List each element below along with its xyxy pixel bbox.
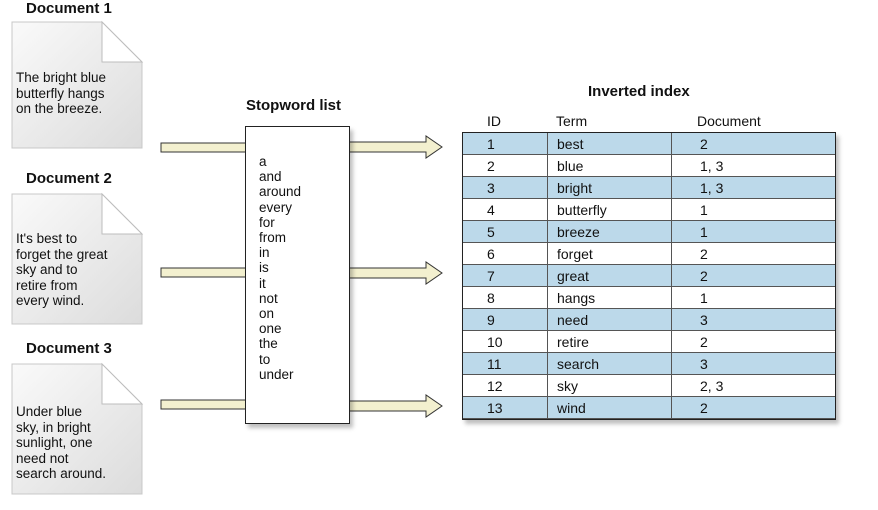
row-term-cell: forget xyxy=(557,246,593,262)
document-3-text: Under blue sky, in bright sunlight, one … xyxy=(16,404,107,481)
stopword: a xyxy=(259,154,267,169)
table-row: 9 need 3 xyxy=(463,309,835,331)
stopword: under xyxy=(259,366,294,382)
table-row: 13 wind 2 xyxy=(463,397,835,419)
row-id-cell: 1 xyxy=(487,136,495,152)
row-id-cell: 5 xyxy=(487,224,495,240)
stopword: for xyxy=(259,214,275,230)
stopword: to xyxy=(259,351,271,367)
document-2-text: It's best to forget the great sky and to… xyxy=(16,231,108,308)
row-term-cell: need xyxy=(557,312,589,328)
column-header-id: ID xyxy=(487,113,501,129)
row-id-cell: 12 xyxy=(487,378,503,394)
document-1-title: Document 1 xyxy=(26,0,112,17)
row-id-cell: 8 xyxy=(487,290,495,306)
row-id-cell: 13 xyxy=(487,400,503,416)
row-id-cell: 6 xyxy=(487,246,495,262)
row-term-cell: search xyxy=(557,356,600,372)
document-3-card: Under blue sky, in bright sunlight, one … xyxy=(10,362,144,496)
stopword: not xyxy=(259,290,278,306)
stopword: from xyxy=(259,230,286,246)
table-row: 10 retire 2 xyxy=(463,331,835,353)
row-document-cell: 2 xyxy=(700,400,708,416)
document-1-card: The bright blue butterfly hangs on the b… xyxy=(10,20,144,150)
row-document-cell: 1, 3 xyxy=(700,180,724,196)
row-term-cell: hangs xyxy=(557,290,596,306)
doc1-to-stoplist-arrow xyxy=(160,142,250,153)
column-divider xyxy=(547,133,548,419)
doc3-to-stoplist-arrow xyxy=(160,399,250,410)
stoplist-to-index-arrow-3 xyxy=(348,394,443,418)
table-row: 8 hangs 1 xyxy=(463,287,835,309)
table-row: 4 butterfly 1 xyxy=(463,199,835,221)
row-id-cell: 9 xyxy=(487,312,495,328)
row-document-cell: 2, 3 xyxy=(700,378,724,394)
stopword-words: a and around every for from in is it not… xyxy=(259,154,301,382)
row-id-cell: 11 xyxy=(487,356,502,372)
stoplist-to-index-arrow-1 xyxy=(348,135,443,159)
row-term-cell: blue xyxy=(557,158,584,174)
row-term-cell: sky xyxy=(557,378,578,394)
row-document-cell: 2 xyxy=(700,268,708,284)
stopword-list-title: Stopword list xyxy=(246,97,341,114)
stopword: the xyxy=(259,336,278,352)
table-row: 2 blue 1, 3 xyxy=(463,155,835,177)
row-document-cell: 2 xyxy=(700,246,708,262)
row-document-cell: 2 xyxy=(700,334,708,350)
document-2-card: It's best to forget the great sky and to… xyxy=(10,192,144,326)
document-3-page-icon xyxy=(11,362,144,495)
row-term-cell: butterfly xyxy=(557,202,607,218)
column-header-document: Document xyxy=(697,113,761,129)
column-divider xyxy=(671,133,672,419)
table-row: 5 breeze 1 xyxy=(463,221,835,243)
table-row: 7 great 2 xyxy=(463,265,835,287)
document-3-title: Document 3 xyxy=(26,340,112,357)
table-row: 1 best 2 xyxy=(463,133,835,155)
stopword: is xyxy=(259,260,269,276)
row-term-cell: great xyxy=(557,268,589,284)
row-document-cell: 1 xyxy=(700,290,708,306)
stoplist-to-index-arrow-2 xyxy=(348,261,443,285)
row-term-cell: retire xyxy=(557,334,589,350)
row-term-cell: bright xyxy=(557,180,593,196)
row-document-cell: 3 xyxy=(700,312,708,328)
row-document-cell: 2 xyxy=(700,136,708,152)
doc2-to-stoplist-arrow xyxy=(160,267,250,278)
row-id-cell: 3 xyxy=(487,180,495,196)
row-document-cell: 1, 3 xyxy=(700,158,724,174)
table-row: 12 sky 2, 3 xyxy=(463,375,835,397)
table-row: 3 bright 1, 3 xyxy=(463,177,835,199)
stopword: around xyxy=(259,184,302,200)
row-id-cell: 10 xyxy=(487,334,503,350)
stopword: every xyxy=(259,199,293,215)
inverted-index-title: Inverted index xyxy=(588,83,690,100)
row-id-cell: 4 xyxy=(487,202,495,218)
document-2-title: Document 2 xyxy=(26,170,112,187)
table-row: 11 search 3 xyxy=(463,353,835,375)
stopword: on xyxy=(259,306,275,322)
row-id-cell: 7 xyxy=(487,268,495,284)
stopword: it xyxy=(259,275,266,291)
row-term-cell: wind xyxy=(557,400,586,416)
row-document-cell: 1 xyxy=(700,202,708,218)
row-document-cell: 3 xyxy=(700,356,708,372)
row-term-cell: breeze xyxy=(557,224,600,240)
document-1-page-icon xyxy=(11,20,144,149)
stopword: one xyxy=(259,321,282,337)
stopword: and xyxy=(259,169,282,185)
stopword-list-box: a and around every for from in is it not… xyxy=(245,126,350,424)
document-2-page-icon xyxy=(11,192,144,325)
row-document-cell: 1 xyxy=(700,224,708,240)
stopword: in xyxy=(259,245,270,261)
column-header-term: Term xyxy=(556,113,588,129)
row-id-cell: 2 xyxy=(487,158,495,174)
document-1-text: The bright blue butterfly hangs on the b… xyxy=(16,70,107,116)
row-term-cell: best xyxy=(557,136,584,152)
table-row: 6 forget 2 xyxy=(463,243,835,265)
